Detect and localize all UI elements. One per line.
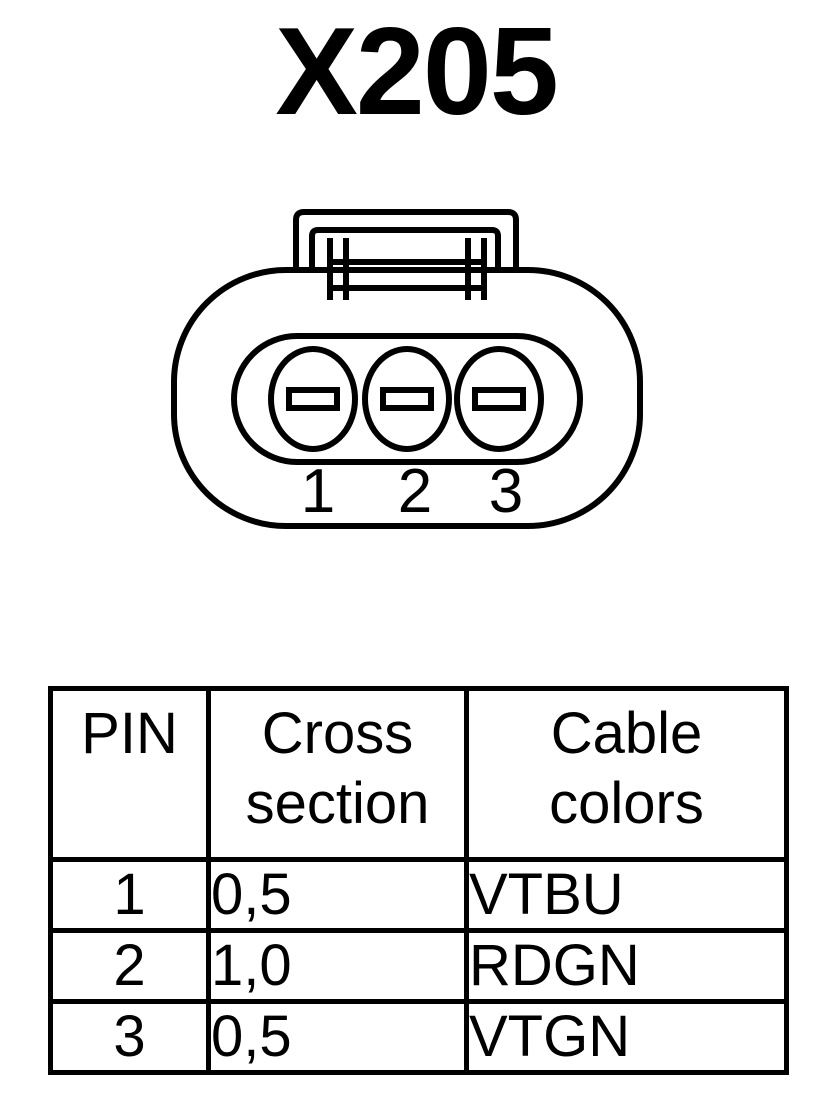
header-cross-section: Cross section: [206, 686, 469, 862]
pin-cavity: [231, 333, 583, 465]
table-header-row: PIN Cross section Cable colors: [48, 686, 789, 862]
connector-diagram: 1 2 3: [171, 209, 643, 529]
pin-2: [362, 346, 452, 452]
pin-label: 1: [301, 457, 335, 526]
cell-cross-section: 0,5: [206, 999, 469, 1075]
pin-3: [454, 346, 544, 452]
latch-tab: [293, 209, 519, 300]
cell-cross-section: 0,5: [206, 857, 469, 933]
table-row: 1 0,5 VTBU: [48, 857, 789, 933]
pin-1: [268, 346, 358, 452]
connector-title: X205: [275, 3, 559, 141]
cell-cable-colors: VTBU: [464, 857, 789, 933]
cell-pin: 1: [48, 857, 211, 933]
connector-housing: [171, 267, 643, 529]
header-cable-colors: Cable colors: [464, 686, 789, 862]
table-row: 3 0,5 VTGN: [48, 999, 789, 1075]
pin-label: 2: [398, 457, 432, 526]
cell-pin: 3: [48, 999, 211, 1075]
header-pin: PIN: [48, 686, 211, 862]
pin-label: 3: [489, 457, 523, 526]
cell-cable-colors: RDGN: [464, 928, 789, 1004]
cell-cross-section: 1,0: [206, 928, 469, 1004]
cell-pin: 2: [48, 928, 211, 1004]
cell-cable-colors: VTGN: [464, 999, 789, 1075]
table-row: 2 1,0 RDGN: [48, 928, 789, 1004]
pin-table: PIN Cross section Cable colors 1 0,5 VTB…: [48, 686, 789, 1075]
